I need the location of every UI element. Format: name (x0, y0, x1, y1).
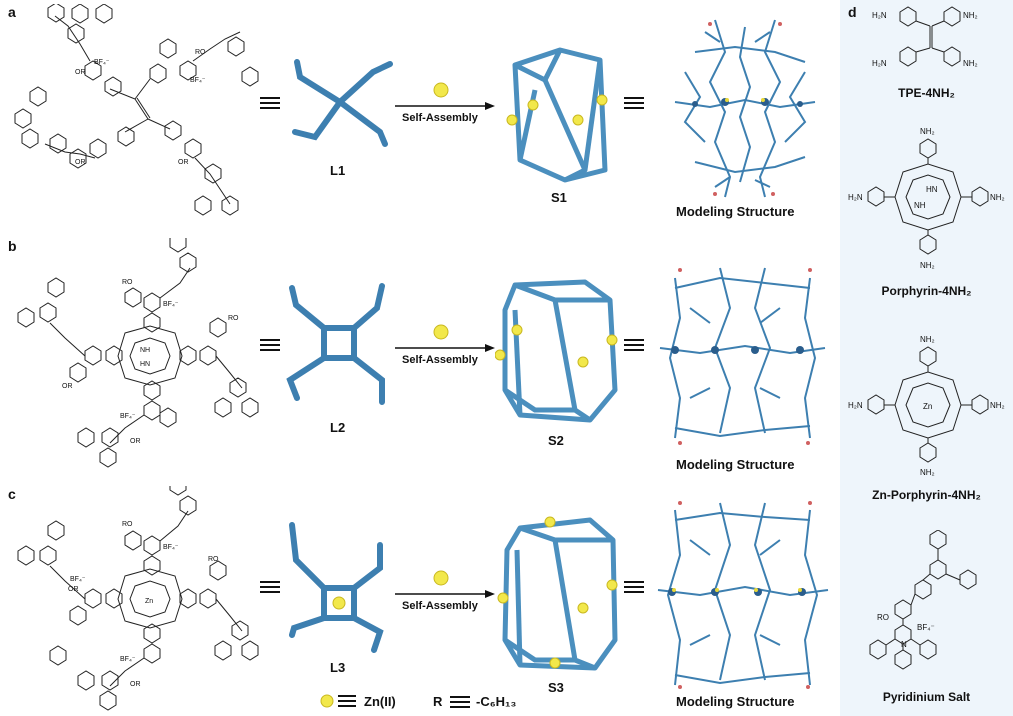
cage-schematic-s3 (497, 516, 618, 671)
ligand-schematic-l3 (289, 522, 384, 653)
h2n-label: H₂N (872, 11, 887, 20)
porphyrin-structure: NH₂ NH₂ H₂N NH₂ HN NH (848, 127, 1005, 270)
or-label: OR (130, 681, 141, 688)
cage-label-s3: S3 (548, 680, 564, 695)
zn-label: Zn (145, 598, 153, 605)
panel-letter-a: a (8, 4, 16, 20)
zn-legend-label: Zn(II) (364, 694, 396, 709)
zn-porphyrin-structure: NH₂ NH₂ H₂N NH₂ Zn (848, 335, 1005, 477)
or-label: OR (68, 586, 79, 593)
cage-schematic-s1 (506, 47, 608, 183)
compound-name-pyridinium: Pyridinium Salt (882, 690, 971, 704)
bf4-label: BF₄⁻ (70, 576, 86, 583)
zn-ion-icon (332, 596, 346, 610)
ligand-schematic-l1 (292, 59, 393, 147)
nh-label: HN (140, 361, 150, 368)
nh2-label: NH₂ (990, 401, 1005, 410)
bf4-label: BF₄⁻ (190, 77, 206, 84)
equivalence-sign (260, 581, 280, 593)
nh2-label: NH₂ (920, 335, 935, 344)
ro-label: RO (195, 49, 206, 56)
zn-legend-icon (320, 694, 356, 708)
nh2-label: NH₂ (920, 127, 935, 136)
h2n-label: H₂N (848, 193, 863, 202)
nh-label: NH (914, 201, 926, 210)
or-label: OR (178, 159, 189, 166)
panel-letter-c: c (8, 486, 16, 502)
ligand-label-l2: L2 (330, 420, 346, 435)
equivalence-sign (624, 581, 644, 593)
nh2-label: NH₂ (920, 261, 935, 270)
h2n-label: H₂N (872, 59, 887, 68)
compound-name-tpe: TPE-4NH₂ (898, 86, 955, 100)
ligand-structure-a: BF₄⁻ BF₄⁻ OR RO OR OR (14, 4, 259, 216)
self-assembly-arrow (395, 324, 495, 352)
cage-label-s2: S2 (548, 433, 564, 448)
model-label-b: Modeling Structure (676, 457, 795, 472)
model-label-a: Modeling Structure (676, 204, 795, 219)
self-assembly-arrow (395, 82, 495, 110)
nh2-label: NH₂ (990, 193, 1005, 202)
ro-label: RO (877, 613, 889, 622)
r-legend-symbol: R (433, 694, 443, 709)
bf4-label: BF₄⁻ (163, 301, 179, 308)
zn-label: Zn (923, 402, 932, 411)
ro-label: RO (208, 556, 219, 563)
panel-letter-b: b (8, 238, 17, 254)
modeling-structure-s2 (659, 267, 826, 445)
equivalence-sign (450, 696, 470, 708)
ro-label: RO (228, 315, 239, 322)
panel-d: d H₂N NH₂ H₂N NH₂ TPE-4NH₂ (840, 0, 1013, 716)
tpe-structure: H₂N NH₂ H₂N NH₂ (872, 6, 978, 68)
nh2-label: NH₂ (963, 59, 978, 68)
panel-letter-d: d (848, 4, 857, 20)
cage-label-s1: S1 (551, 190, 567, 205)
ligand-label-l1: L1 (330, 163, 346, 178)
equivalence-sign (260, 97, 280, 109)
nh2-label: NH₂ (963, 11, 978, 20)
equivalence-sign (260, 339, 280, 351)
hn-label: NH (140, 347, 150, 354)
ligand-structure-c: Zn BF₄⁻ BF₄⁻ RO BF₄⁻ OR RO OR (17, 486, 259, 711)
ligand-label-l3: L3 (330, 660, 346, 675)
equivalence-sign (624, 339, 644, 351)
bf4-label: BF₄⁻ (120, 656, 136, 663)
or-label: OR (62, 383, 73, 390)
or-label: OR (75, 159, 86, 166)
nh2-label: NH₂ (920, 468, 935, 477)
ligand-structure-b: NH HN BF₄⁻ BF₄⁻ RO OR RO OR (17, 238, 259, 468)
bf4-label: BF₄⁻ (94, 59, 110, 66)
compound-name-zn-porphyrin: Zn-Porphyrin-4NH₂ (872, 488, 981, 502)
modeling-structure-s3 (657, 501, 829, 689)
ro-label: RO (122, 279, 133, 286)
pyridinium-salt-structure: RO BF₄⁻ N (869, 530, 977, 670)
bf4-label: BF₄⁻ (917, 623, 935, 632)
or-label: OR (130, 438, 141, 445)
n-label: N (901, 640, 907, 649)
bf4-label: BF₄⁻ (163, 544, 179, 551)
arrow-label: Self-Assembly (402, 600, 478, 612)
r-legend-value: -C₆H₁₃ (476, 694, 517, 709)
modeling-structure-s1 (674, 19, 816, 198)
ligand-schematic-l2 (286, 283, 385, 405)
ro-label: RO (122, 521, 133, 528)
arrow-label: Self-Assembly (402, 112, 478, 124)
equivalence-sign (624, 97, 644, 109)
arrow-label: Self-Assembly (402, 354, 478, 366)
h2n-label: H₂N (848, 401, 863, 410)
model-label-c: Modeling Structure (676, 694, 795, 709)
or-label: OR (75, 69, 86, 76)
hn-label: HN (926, 185, 938, 194)
self-assembly-arrow (395, 570, 495, 598)
cage-schematic-s2 (495, 279, 618, 423)
compound-name-porphyrin: Porphyrin-4NH₂ (881, 284, 972, 298)
bf4-label: BF₄⁻ (120, 413, 136, 420)
